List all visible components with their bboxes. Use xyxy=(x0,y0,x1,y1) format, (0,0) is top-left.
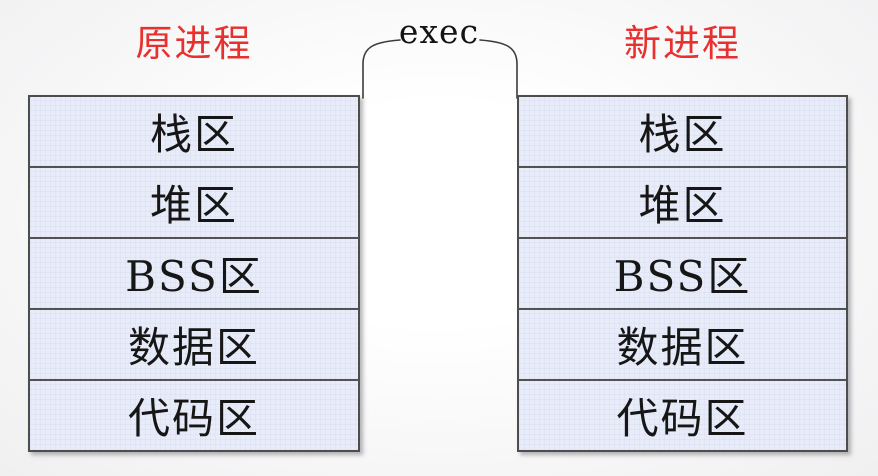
original-process-stack: 栈区 堆区 BSS区 数据区 代码区 xyxy=(28,95,360,452)
segment-row-code-area: 代码区 xyxy=(519,379,846,450)
segment-row-code-area: 代码区 xyxy=(30,379,358,450)
segment-row-stack-area: 栈区 xyxy=(30,97,358,166)
new-process-stack: 栈区 堆区 BSS区 数据区 代码区 xyxy=(517,95,848,452)
segment-row-heap-area: 堆区 xyxy=(30,166,358,237)
segment-row-heap-area: 堆区 xyxy=(519,166,846,237)
exec-transition-arc xyxy=(362,39,518,99)
segment-row-stack-area: 栈区 xyxy=(519,97,846,166)
segment-row-data-area: 数据区 xyxy=(519,308,846,379)
segment-row-data-area: 数据区 xyxy=(30,308,358,379)
segment-row-bss-area: BSS区 xyxy=(519,237,846,308)
new-process-title: 新进程 xyxy=(624,22,741,65)
original-process-title: 原进程 xyxy=(135,22,253,65)
segment-row-bss-area: BSS区 xyxy=(30,237,358,308)
exec-label: exec xyxy=(398,12,480,51)
